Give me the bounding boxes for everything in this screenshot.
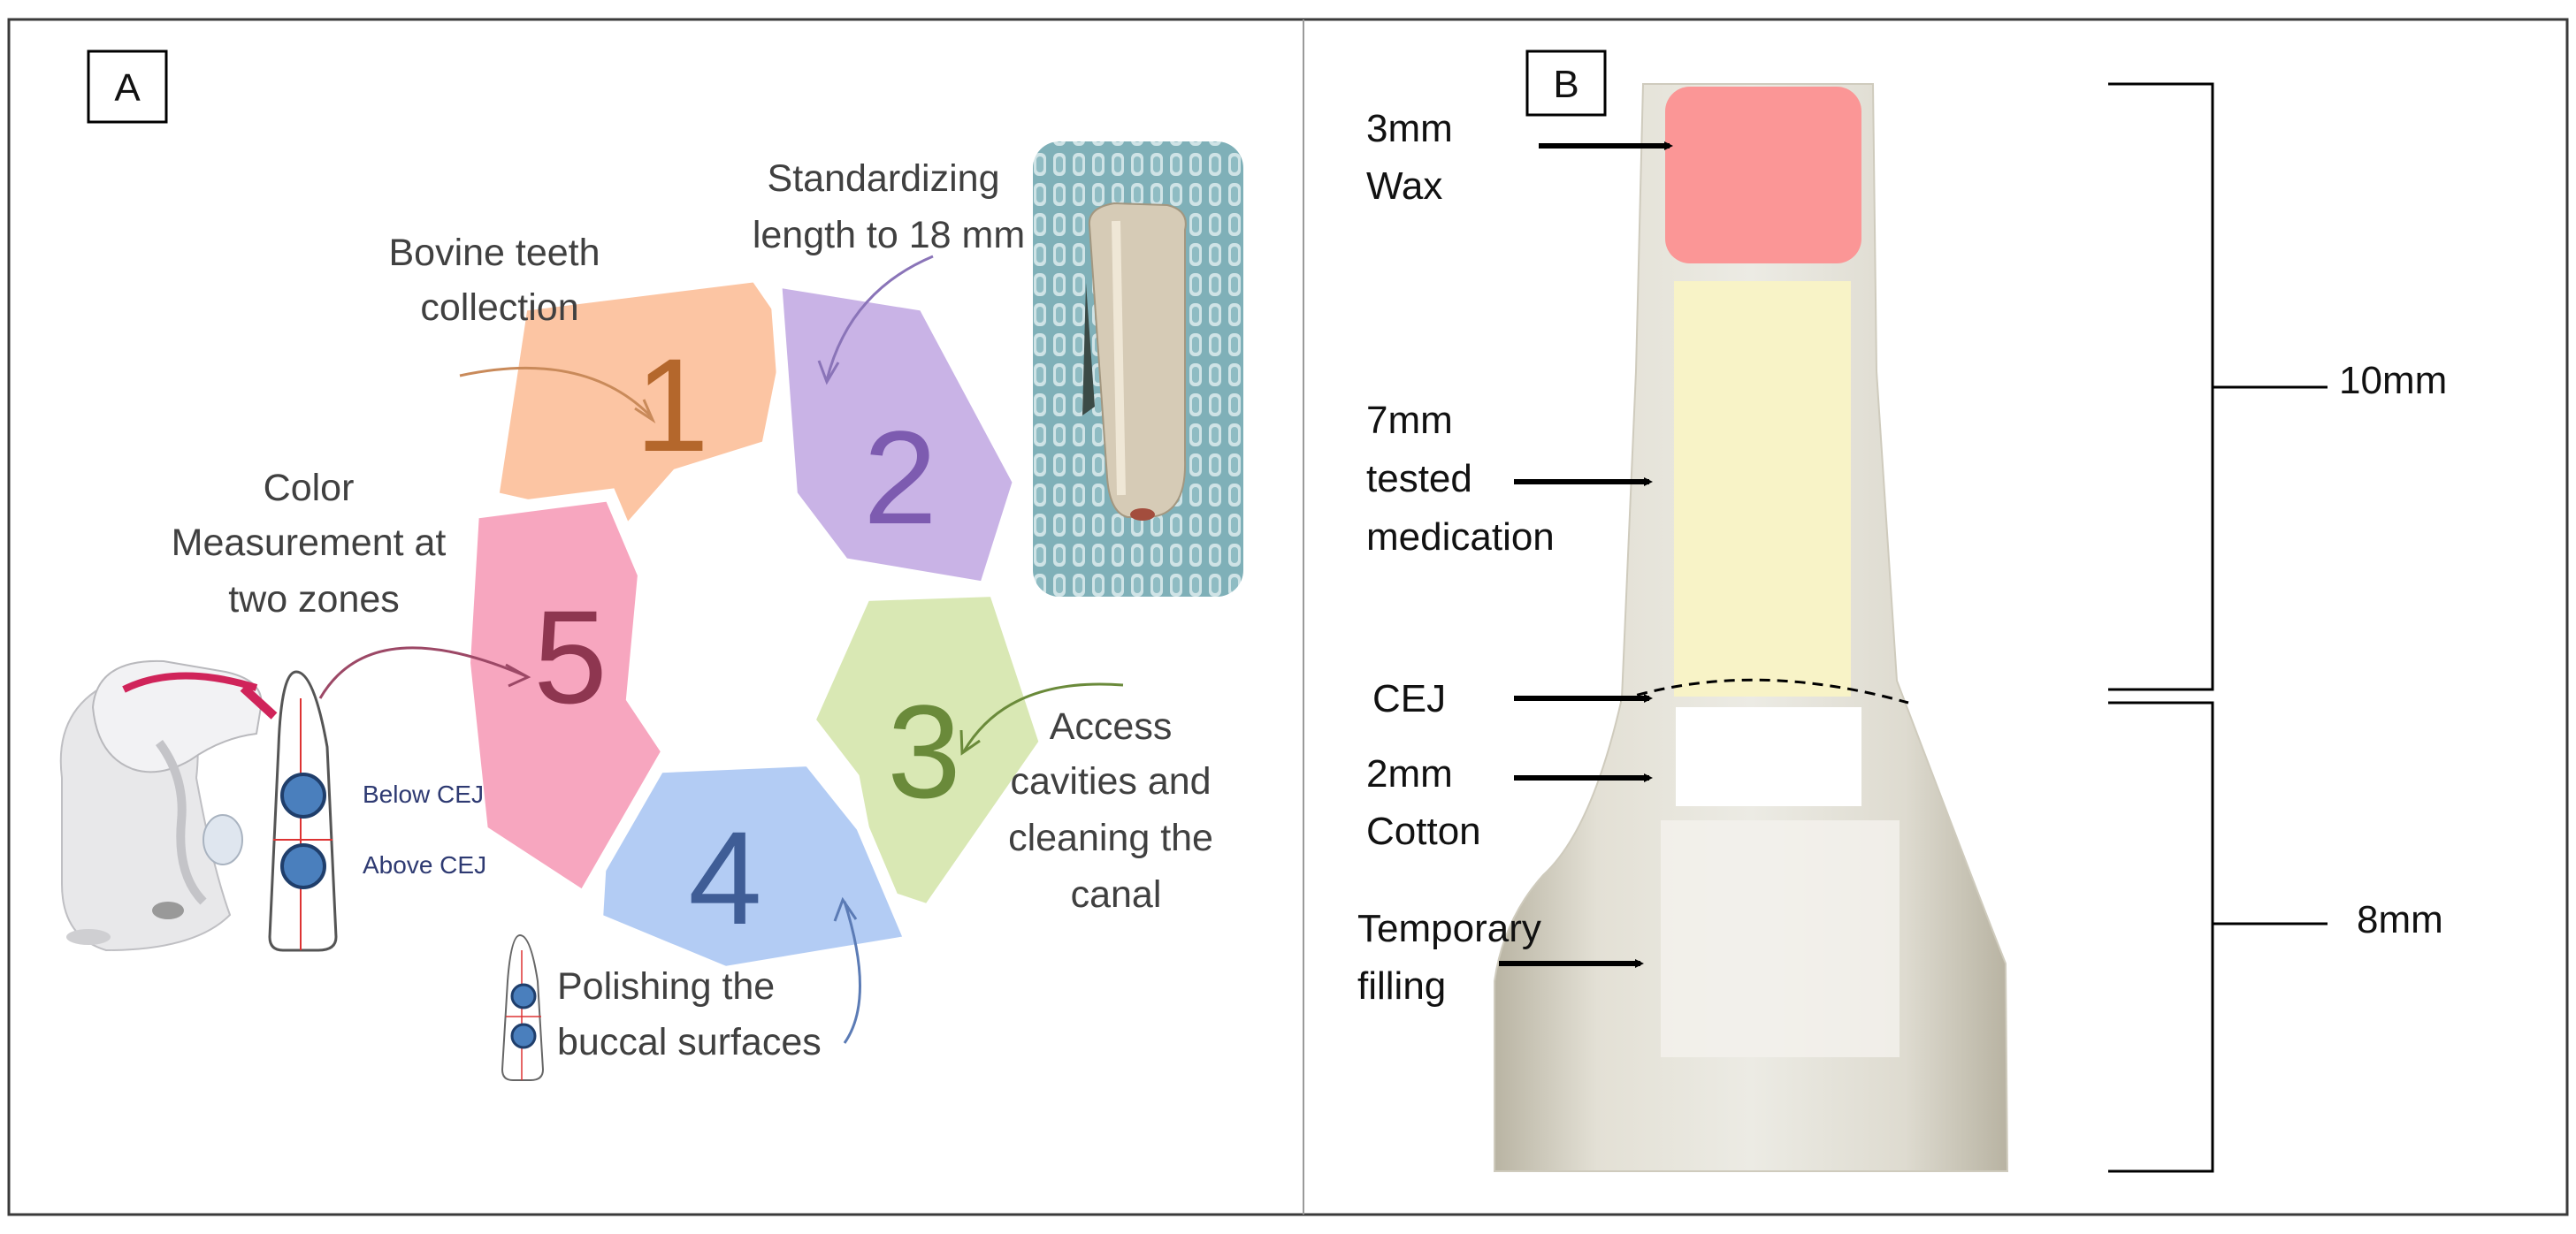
step-4-number: 4 [688,804,761,952]
tooth-zone-sketch: Below CEJ Above CEJ [268,670,486,952]
zone-below-cej-circle [280,773,326,819]
polished-zone-upper [510,983,537,1009]
step-4-pointer-arrow [843,901,861,1044]
panel-a-label-box [87,50,168,124]
cotton-layer [1676,707,1861,806]
colorimeter-device-photo [59,659,278,952]
label-arrows [1499,141,1673,968]
step-4-pointer-arrowhead [833,896,858,922]
upper-dimension-label: 10mm [2339,359,2447,402]
step-1-caption: Bovine teeth collection [388,232,610,329]
step-1-pointer-arrowhead [634,399,656,423]
step-2-pointer-arrowhead [817,360,840,385]
step-3-number: 3 [887,677,960,826]
panel-b-label: B [1553,63,1578,106]
step-5-caption: Color Measurement at two zones [172,467,457,621]
step-4-caption: Polishing the buccal surfaces [557,965,822,1063]
step-2-caption: Standardizing length to 18 mm [753,157,1025,256]
cej-label: CEJ [1372,677,1446,720]
polished-zone-lower [510,1023,537,1049]
panel-b-label-box [1525,50,1607,117]
above-cej-label: Above CEJ [363,851,486,879]
dimension-brackets [2108,82,2328,1173]
zone-above-cej-circle [280,843,326,889]
step-3-caption: Access cavities and cleaning the canal [1008,705,1224,916]
lower-dimension-label: 8mm [2357,898,2443,941]
step-5-number: 5 [533,583,607,731]
upper-bracket [2108,82,2328,691]
figure-frame [7,18,2569,1216]
wax-layer [1665,87,1861,263]
temporary-filling-layer [1661,820,1900,1057]
step-1-pointer-arrow [459,367,652,417]
step-3-pointer-arrow [962,682,1124,752]
medication-layer [1674,281,1851,697]
step-5-pointer-arrowhead [505,663,531,688]
polished-tooth-sketch [501,933,545,1081]
lower-bracket [2108,701,2328,1173]
tooth-on-mesh-photo [1033,141,1243,597]
step-2-pointer-arrow [825,255,934,381]
below-cej-label: Below CEJ [363,781,484,808]
step-2-number: 2 [863,403,936,552]
panel-a: A 1 2 3 4 5 Bovine teeth collection Stan… [59,50,1243,1081]
panel-a-label: A [114,66,141,110]
wax-label: 3mm Wax [1366,107,1464,208]
step-3-pointer-arrowhead [959,729,981,756]
pointer-arrows [318,255,1124,1044]
step-5-segment [457,488,676,906]
temporary-filling-label: Temporary filling [1357,907,1552,1008]
colorimeter-head [91,659,263,773]
panel-b: B 3mm Wax 7mm tested medication CEJ 2mm … [1357,50,2447,1173]
medication-label: 7mm tested medication [1366,399,1555,559]
step-4-segment [590,753,920,979]
cej-dashed-line [1619,678,1909,705]
cotton-label: 2mm Cotton [1366,752,1481,853]
step-5-pointer-arrow [318,646,527,699]
